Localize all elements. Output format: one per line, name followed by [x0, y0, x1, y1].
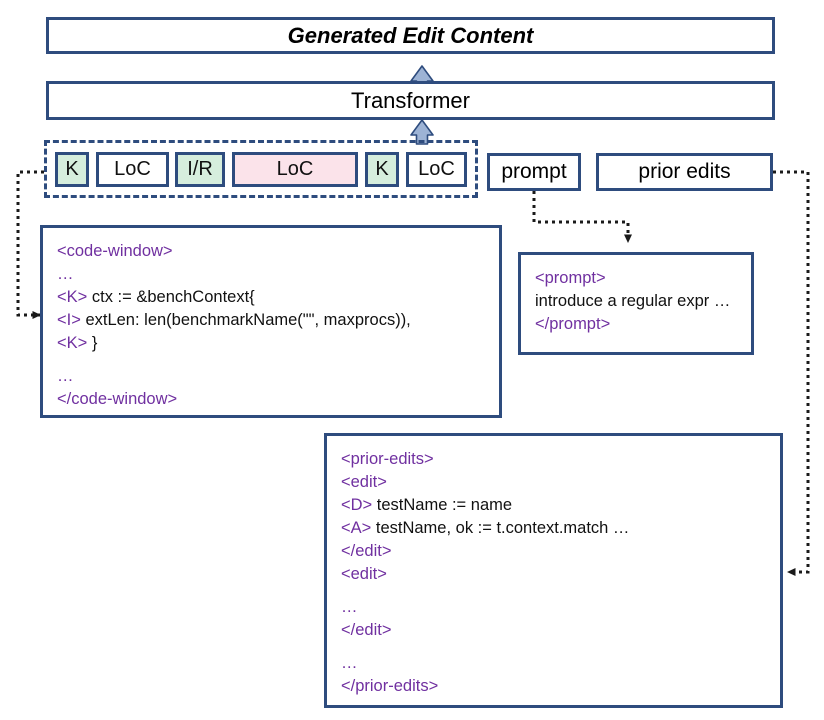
code-line-tag: <prompt> [535, 269, 606, 287]
code-line-tag: <K> [57, 334, 88, 352]
code-line: <D> testName := name [341, 494, 768, 517]
code-line-tag: </code-window> [57, 390, 178, 408]
code-line: </edit> [341, 540, 768, 563]
code-line-tag: <D> [341, 496, 373, 514]
code-line: <prior-edits> [341, 448, 768, 471]
token-loc-3[interactable]: LoC [406, 152, 467, 187]
code-line: <A> testName, ok := t.context.match … [341, 517, 768, 540]
code-line-text: extLen: len(benchmarkName("", maxprocs))… [80, 311, 411, 329]
prompt-box[interactable]: prompt [487, 153, 581, 191]
code-line-tag: </edit> [341, 542, 392, 560]
prior-edits-box[interactable]: prior edits [596, 153, 773, 191]
code-line: … [57, 263, 487, 286]
connector-prompt [532, 191, 632, 243]
code-line-tag: … [341, 654, 359, 672]
code-line: <I> extLen: len(benchmarkName("", maxpro… [57, 309, 487, 332]
code-line-tag: <edit> [341, 473, 387, 491]
code-line: … [341, 652, 768, 675]
code-line-tag: <prior-edits> [341, 450, 434, 468]
token-loc-2[interactable]: LoC [232, 152, 358, 187]
code-line-text: testName, ok := t.context.match … [371, 519, 630, 537]
code-line-tag: <I> [57, 311, 81, 329]
code-line: </prompt> [535, 313, 739, 336]
code-line: <prompt> [535, 267, 739, 290]
code-line-tag: <K> [57, 288, 88, 306]
code-window-content: <code-window> … <K> ctx := &benchContext… [40, 225, 502, 418]
code-line: <K> } [57, 332, 487, 355]
token-k-1[interactable]: K [55, 152, 89, 187]
code-line: introduce a regular expr … [535, 290, 739, 313]
code-line-tag: <edit> [341, 565, 387, 583]
code-line-tag: </prompt> [535, 315, 611, 333]
code-line-tag: … [341, 598, 359, 616]
code-line-text: } [87, 334, 98, 352]
token-loc-1[interactable]: LoC [96, 152, 169, 187]
transformer-box: Transformer [46, 81, 775, 120]
code-line-tag: … [57, 367, 75, 385]
prompt-content: <prompt> introduce a regular expr … </pr… [518, 252, 754, 355]
token-label: K [375, 158, 389, 180]
code-line: <K> ctx := &benchContext{ [57, 286, 487, 309]
code-line: </prior-edits> [341, 675, 768, 698]
code-line: <edit> [341, 471, 768, 494]
code-line-spacer [57, 355, 487, 365]
code-line: … [57, 365, 487, 388]
token-label: I/R [187, 158, 213, 180]
prior-edits-content: <prior-edits> <edit> <D> testName := nam… [324, 433, 783, 708]
prior-edits-box-label: prior edits [638, 159, 731, 183]
token-label: LoC [114, 158, 151, 180]
token-k-2[interactable]: K [365, 152, 399, 187]
code-line: </edit> [341, 619, 768, 642]
code-line-text: testName := name [372, 496, 513, 514]
transformer-box-label: Transformer [351, 87, 470, 113]
code-line-spacer [341, 586, 768, 596]
code-line-tag: <A> [341, 519, 372, 537]
code-line: <edit> [341, 563, 768, 586]
prompt-box-label: prompt [501, 159, 567, 183]
token-ir[interactable]: I/R [175, 152, 225, 187]
code-line-tag: </edit> [341, 621, 392, 639]
token-strip-group [44, 140, 478, 198]
code-line-text: introduce a regular expr … [535, 292, 731, 310]
code-line-spacer [341, 642, 768, 652]
token-label: LoC [276, 158, 314, 180]
token-label: K [65, 158, 79, 180]
token-label: LoC [418, 158, 455, 180]
code-line-tag: <code-window> [57, 242, 173, 260]
code-line-tag: … [57, 265, 75, 283]
code-line-text: ctx := &benchContext{ [87, 288, 255, 306]
code-line: </code-window> [57, 388, 487, 411]
code-line-tag: </prior-edits> [341, 677, 439, 695]
output-box-label: Generated Edit Content [287, 22, 534, 48]
output-box: Generated Edit Content [46, 17, 775, 54]
code-line: <code-window> [57, 240, 487, 263]
code-line: … [341, 596, 768, 619]
